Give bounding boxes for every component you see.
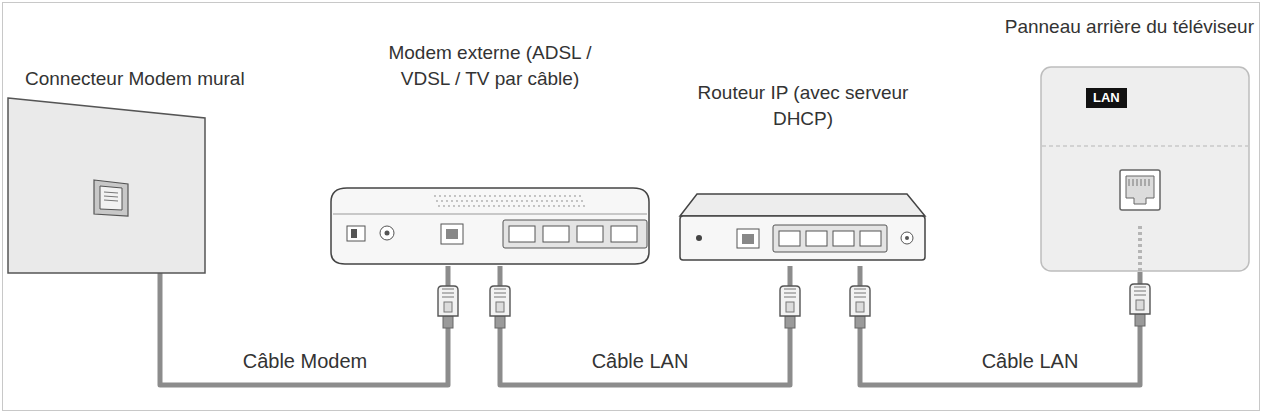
device-drawing	[1040, 66, 1250, 272]
rj-plug	[850, 286, 870, 328]
external-modem: Modem externe (ADSL / VDSL / TV par câbl…	[325, 182, 655, 266]
cable-label: Câble LAN	[978, 349, 1083, 373]
rj-plug	[780, 286, 800, 328]
wall-connector: Connecteur Modem mural	[8, 98, 205, 273]
cable-label: Câble LAN	[588, 349, 693, 373]
tv-back-panel: Panneau arrière du téléviseurLAN	[1040, 66, 1250, 272]
device-heading: Routeur IP (avec serveur DHCP)	[683, 80, 923, 132]
device-drawing	[325, 182, 655, 266]
device-heading: Connecteur Modem mural	[25, 66, 245, 92]
network-cable	[500, 266, 790, 385]
network-cable	[160, 266, 448, 385]
cable-label: Câble Modem	[239, 349, 372, 373]
device-drawing	[675, 188, 930, 266]
rj-plug	[490, 286, 510, 328]
network-cable	[860, 266, 1140, 385]
ip-router: Routeur IP (avec serveur DHCP)	[675, 188, 930, 266]
port-label: LAN	[1086, 88, 1127, 108]
device-heading: Modem externe (ADSL / VDSL / TV par câbl…	[378, 40, 602, 92]
rj-plug	[1130, 284, 1150, 326]
device-heading: Panneau arrière du téléviseur	[1005, 14, 1254, 40]
rj-plug	[438, 286, 458, 328]
device-drawing	[8, 98, 205, 273]
